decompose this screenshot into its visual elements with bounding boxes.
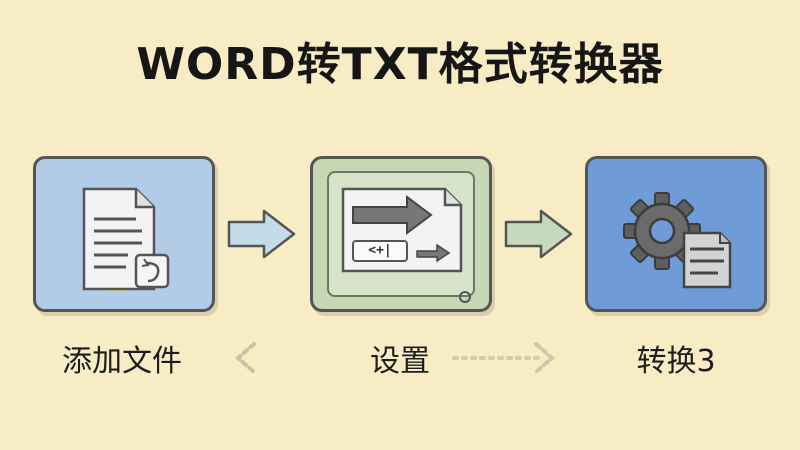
convert-card[interactable] (585, 156, 767, 312)
gear-document-icon (623, 192, 732, 289)
dashed-forward-arrow (452, 342, 556, 374)
flow-arrow-2 (504, 209, 573, 259)
step-label-convert: 转换3 (636, 344, 716, 379)
page-title: WORD转TXT格式转换器 (136, 39, 664, 90)
add-file-card[interactable] (33, 156, 215, 312)
settings-arrows-icon (341, 187, 471, 303)
dashed-back-arrow (234, 342, 256, 374)
code-text: <+| (368, 243, 392, 258)
step-label-settings: 设置 (370, 344, 430, 379)
document-icon (82, 187, 170, 292)
step-label-add-file: 添加文件 (62, 344, 182, 379)
settings-card[interactable]: <+| (310, 156, 492, 312)
flow-arrow-1 (227, 209, 296, 259)
